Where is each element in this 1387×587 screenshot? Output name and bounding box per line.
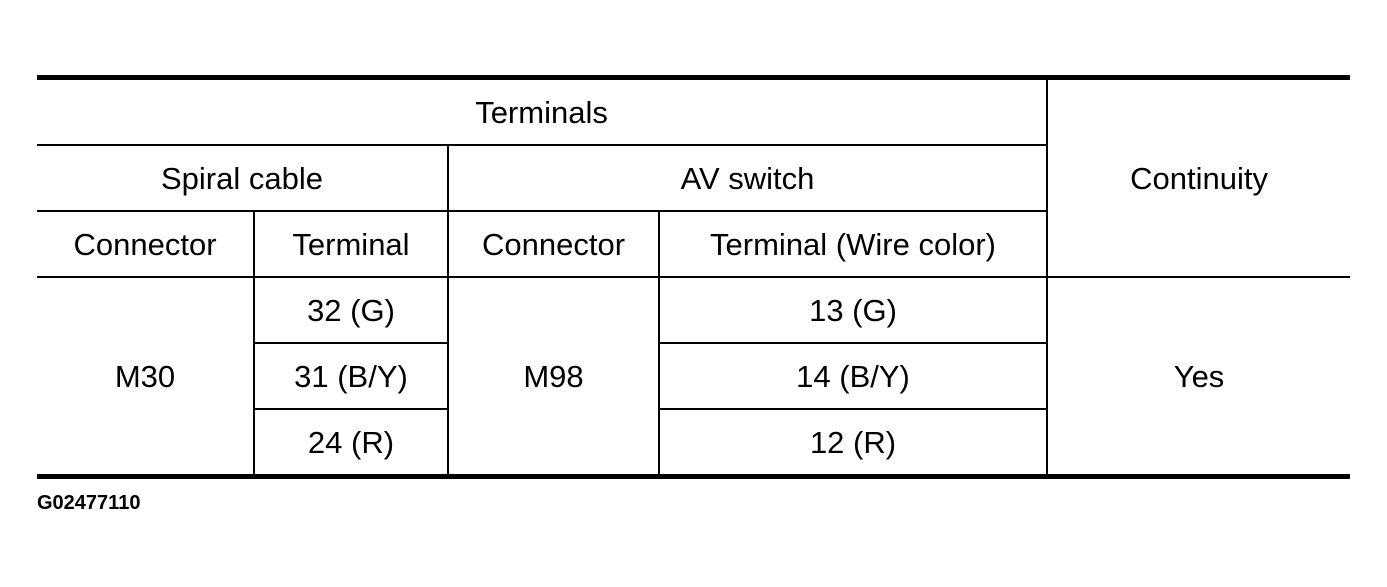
- av-terminal-cell: 14 (B/Y): [657, 342, 1049, 410]
- header-row-3: Connector Terminal Connector Terminal (W…: [37, 210, 1350, 278]
- terminals-header: Terminals: [37, 75, 1049, 146]
- av-connector-header: Connector: [447, 210, 660, 278]
- av-switch-header: AV switch: [446, 144, 1049, 212]
- spiral-cable-header: Spiral cable: [37, 144, 449, 212]
- spiral-terminal-header: Terminal: [253, 210, 449, 278]
- table-row: M30 32 (G) M98 13 (G) Yes: [37, 276, 1351, 479]
- table-row: 24 (R) 12 (R): [37, 408, 1350, 479]
- av-terminal-cell: 13 (G): [657, 276, 1049, 344]
- continuity-cell: Yes: [1046, 276, 1351, 479]
- av-terminal-header: Terminal (Wire color): [657, 210, 1049, 278]
- spiral-terminal-cell: 24 (R): [253, 408, 449, 479]
- continuity-header: Continuity: [1046, 75, 1351, 278]
- av-terminal-cell: 12 (R): [657, 408, 1049, 479]
- av-connector-cell: M98: [447, 276, 660, 479]
- spiral-connector-cell: M30: [37, 276, 255, 479]
- spiral-terminal-cell: 31 (B/Y): [253, 342, 449, 410]
- continuity-table: Terminals Continuity Spiral cable AV swi…: [37, 75, 1351, 479]
- continuity-table-container: Terminals Continuity Spiral cable AV swi…: [37, 75, 1351, 479]
- header-row-2: Spiral cable AV switch: [37, 144, 1350, 212]
- figure-id-label: G02477110: [37, 492, 141, 514]
- spiral-connector-header: Connector: [37, 210, 255, 278]
- spiral-terminal-cell: 32 (G): [253, 276, 449, 344]
- table-row: 31 (B/Y) 14 (B/Y): [37, 342, 1350, 410]
- header-row-1: Terminals Continuity: [37, 75, 1351, 278]
